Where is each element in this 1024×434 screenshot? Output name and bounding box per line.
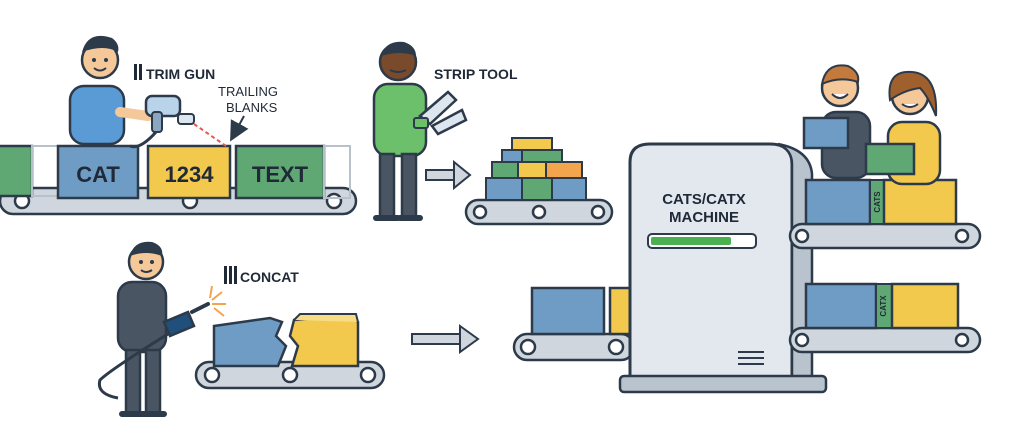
- cats-catx-machine: CATS/CATX MACHINE: [618, 142, 828, 394]
- worker-concat: [97, 241, 226, 417]
- trailing-blanks-line2: BLANKS: [226, 100, 278, 115]
- trim-gun-label: TRIM GUN: [146, 66, 215, 82]
- arrow-strip: [425, 159, 472, 191]
- green-box-partial: [0, 144, 59, 198]
- machine-vent: [738, 351, 764, 365]
- text-box: TEXT: [234, 144, 351, 200]
- trim-gun-icon: [129, 94, 195, 149]
- concat-conveyor: [194, 360, 386, 390]
- concat-label-group: CONCAT: [224, 266, 299, 285]
- cat-box-label: CAT: [76, 162, 120, 187]
- cats-output-conveyor: CATS: [788, 178, 982, 250]
- arrow-concat: [411, 324, 480, 354]
- welding-torch-icon: [97, 302, 210, 400]
- number-box: 1234: [146, 144, 232, 200]
- stack-conveyor: [464, 198, 614, 226]
- machine-progress-bar: [647, 233, 757, 249]
- machine-title-line2: MACHINE: [669, 209, 739, 226]
- trailing-blanks-annotation: TRAILING BLANKS: [218, 84, 278, 142]
- stripped-box-stack: [485, 137, 587, 201]
- strip-tool-icon: [413, 90, 468, 136]
- machine-input-conveyor: [512, 286, 638, 362]
- catx-output-conveyor: CATX: [788, 282, 982, 354]
- worker-trim-gun: [68, 35, 227, 149]
- joining-boxes: [212, 313, 360, 368]
- spark-icon: [209, 285, 226, 317]
- worker-right-2: [864, 70, 942, 186]
- worker-strip-tool: [372, 41, 468, 221]
- strip-tool-label: STRIP TOOL: [434, 66, 518, 82]
- number-box-label: 1234: [165, 162, 215, 187]
- trim-gun-label-group: TRIM GUN: [134, 64, 215, 82]
- catx-tag: CATX: [879, 295, 888, 317]
- cats-tag: CATS: [873, 191, 882, 213]
- text-box-label: TEXT: [252, 162, 309, 187]
- laser-beam: [193, 123, 227, 147]
- machine-title-line1: CATS/CATX: [662, 191, 746, 208]
- cat-box: CAT: [56, 144, 140, 200]
- worker-right-1: [802, 64, 872, 180]
- concat-label: CONCAT: [240, 269, 299, 285]
- trailing-blanks-line1: TRAILING: [218, 84, 278, 99]
